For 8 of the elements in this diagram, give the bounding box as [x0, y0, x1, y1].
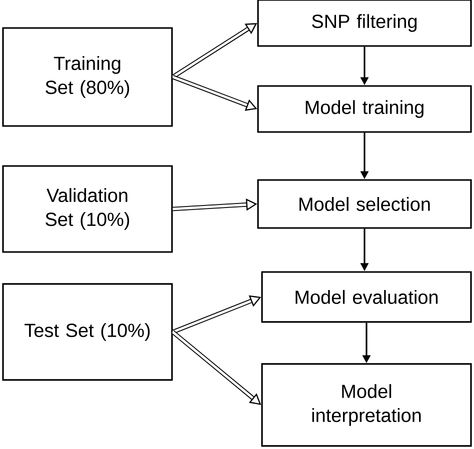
process-box: Test Set (10%) — [2, 283, 173, 381]
process-box: Model training — [257, 85, 472, 133]
process-box: Model selection — [257, 179, 472, 229]
process-box: Training Set (80%) — [2, 27, 173, 127]
process-box: Validation Set (10%) — [2, 165, 173, 253]
process-box: SNP filtering — [257, 0, 472, 47]
process-box: Model evaluation — [261, 271, 472, 323]
process-box: Model interpretation — [261, 363, 472, 447]
